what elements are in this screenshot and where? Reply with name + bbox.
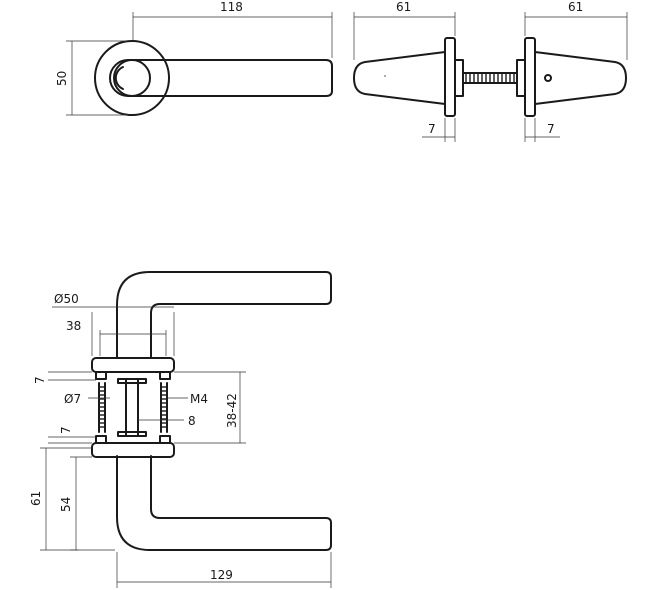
dim-left-rose-label: 7 xyxy=(428,122,436,136)
dim-outer-height-label: 61 xyxy=(29,491,43,506)
spindle-size-label: 8 xyxy=(188,414,196,428)
rose-neck xyxy=(113,59,151,97)
dim-length-total-label: 129 xyxy=(210,568,233,582)
dim-length-label: 118 xyxy=(220,0,243,14)
bottom-rose-foot-right xyxy=(159,435,171,444)
left-bolt xyxy=(98,382,106,433)
dim-rose-height-label: 50 xyxy=(55,71,69,86)
dim-inner-height-label: 54 xyxy=(59,497,73,512)
dim-inner-width-label: 38 xyxy=(66,319,81,333)
lever-shadow xyxy=(114,66,124,90)
bottom-rose xyxy=(91,442,175,458)
lever-outline xyxy=(109,59,333,97)
assembly-view: Ø50 38 7 Ø7 M4 8 38-42 7 61 xyxy=(29,271,332,588)
top-rose xyxy=(91,357,175,373)
dim-screw-diameter-label: Ø7 xyxy=(64,392,81,406)
central-spindle xyxy=(125,378,139,437)
spindle-cap-top xyxy=(117,378,147,384)
spindle-thread xyxy=(465,72,515,84)
spindle-cap-bottom xyxy=(117,431,147,437)
dim-left-width-label: 61 xyxy=(396,0,411,14)
front-view-handle: 118 50 xyxy=(55,0,333,116)
side-view-pair: 61 61 7 7 xyxy=(353,0,628,142)
dim-bottom-rose-label: 7 xyxy=(59,426,73,434)
dim-right-rose-label: 7 xyxy=(547,122,555,136)
upper-lever xyxy=(116,271,332,359)
right-rose-side xyxy=(524,37,536,117)
left-rose-side xyxy=(444,37,456,117)
rose-outline xyxy=(94,40,170,116)
lower-lever xyxy=(116,455,332,551)
bottom-rose-foot-left xyxy=(95,435,107,444)
right-collar xyxy=(516,59,526,97)
top-rose-foot-left xyxy=(95,371,107,380)
left-collar xyxy=(454,59,464,97)
right-lever-side xyxy=(534,51,627,105)
dim-top-rose-label: 7 xyxy=(33,376,47,384)
right-bolt xyxy=(160,382,168,433)
thread-size-label: M4 xyxy=(190,392,208,406)
dim-right-width-label: 61 xyxy=(568,0,583,14)
top-rose-foot-right xyxy=(159,371,171,380)
grub-screw xyxy=(544,74,552,82)
left-lever-side xyxy=(353,51,446,105)
dim-rose-diameter-label: Ø50 xyxy=(54,292,79,306)
dim-door-range-label: 38-42 xyxy=(225,393,239,428)
